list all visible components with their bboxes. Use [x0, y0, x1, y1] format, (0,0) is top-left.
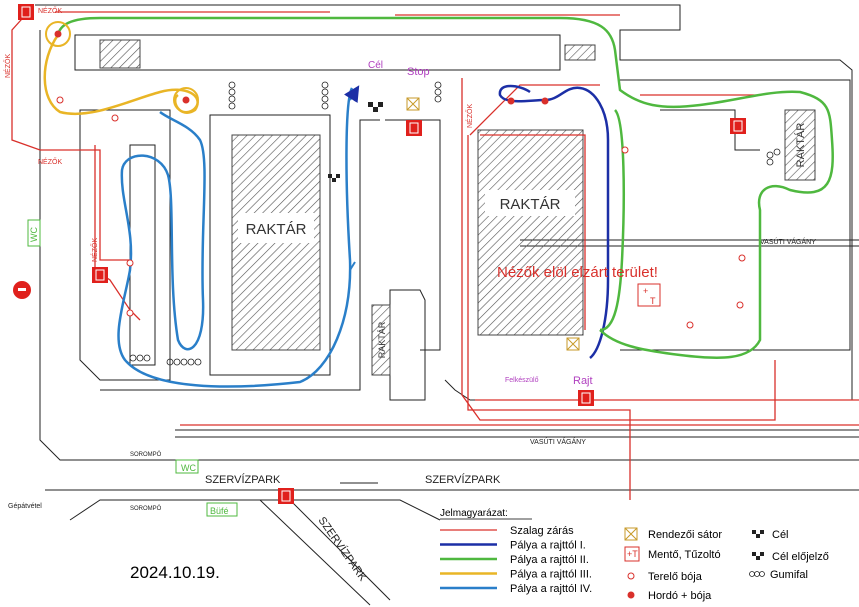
finish-flag-icon: [368, 102, 383, 112]
extinguisher-icon: [406, 120, 422, 136]
legend-title: Jelmagyarázat:: [440, 508, 508, 519]
service-park-label-3: SZERVÍZPARK: [316, 514, 370, 584]
date-label: 2024.10.19.: [130, 563, 220, 582]
railway-label-south: VASÚTI VÁGÁNY: [530, 437, 586, 446]
warehouse-label-east: RAKTÁR: [500, 196, 561, 213]
legend-label: Pálya a rajttól IV.: [510, 583, 592, 595]
spectators-label-mid: NÉZŐK: [90, 238, 99, 262]
tent-icons: [406, 97, 580, 351]
course-4-arrow-1: [343, 85, 360, 104]
buffet-label: Büfé: [210, 506, 229, 516]
extinguisher-icon: [92, 267, 108, 283]
fire-extinguisher-icons: [18, 4, 746, 504]
wc-label-west: WC: [29, 227, 39, 242]
legend-row: Pálya a rajttól II.: [440, 554, 589, 566]
spectators-label-east: NÉZŐK: [465, 104, 474, 128]
barrel-icon: [627, 591, 635, 599]
course-2-line: [56, 16, 834, 359]
course-1-line: [498, 84, 610, 359]
service-park-label-1: SZERVÍZPARK: [205, 473, 281, 486]
buffet-box: [206, 502, 238, 517]
warehouse-label-main: RAKTÁR: [246, 221, 307, 238]
spectators-label-north: NÉZŐK: [38, 6, 62, 15]
barrier-label-2: SOROMPÓ: [130, 505, 162, 512]
spectators-label-side: NÉZŐK: [3, 54, 12, 78]
cone-markers: [56, 96, 746, 329]
tyre-walls: [129, 81, 781, 366]
legend-symbol-label: Terelő bója: [648, 571, 703, 583]
svg-text:+: +: [643, 286, 648, 296]
legend-row: Pálya a rajttól III.: [440, 569, 592, 581]
finish-warning-icon: [328, 174, 340, 182]
tape-barrier: [11, 9, 859, 500]
finish-flag-icon: [752, 530, 764, 538]
legend-row: Pálya a rajttól IV.: [440, 583, 592, 595]
extinguisher-icon: [730, 118, 746, 134]
start-label: Rajt: [573, 375, 593, 387]
extinguisher-icon: [278, 488, 294, 504]
railway-label-east: VASÚTI VÁGÁNY: [760, 237, 816, 246]
legend-label: Szalag zárás: [510, 525, 574, 537]
no-entry-sign: [13, 281, 31, 299]
legend-row: Szalag zárás: [440, 525, 574, 537]
medic-fire-icon: [624, 546, 640, 562]
legend-symbols: Rendezői sátor +T Mentő, Tűzoltó Terelő …: [624, 527, 829, 602]
legend-label: Pálya a rajttól II.: [510, 554, 589, 566]
spectators-label-west: NÉZŐK: [38, 157, 62, 166]
legend-symbol-label: Cél előjelző: [772, 551, 829, 563]
course-4-line: [117, 87, 354, 388]
building-north-east: [564, 44, 596, 61]
wc-box-west: [27, 219, 41, 247]
extinguisher-icon: [578, 390, 594, 406]
finish-label: Cél: [368, 60, 383, 71]
medic-fire-icon: + T: [637, 283, 661, 307]
svg-text:+T: +T: [627, 549, 638, 559]
course-4-arrow-2: [349, 261, 356, 271]
wc-label-south: WC: [181, 463, 196, 473]
legend-label: Pálya a rajttól I.: [510, 540, 586, 552]
legend-label: Pálya a rajttól III.: [510, 569, 592, 581]
cone-icon: [627, 572, 635, 580]
prestart-label: Felkészülő: [505, 377, 539, 384]
finish-warning-icon: [752, 552, 764, 560]
warehouse-main: RAKTÁR: [231, 134, 321, 351]
tent-icon: [624, 527, 638, 541]
legend-row: Pálya a rajttól I.: [440, 540, 586, 552]
extinguisher-icon: [18, 4, 34, 20]
stop-label: Stop: [407, 66, 430, 78]
legend-symbol-label: Mentő, Tűzoltó: [648, 549, 721, 561]
legend-symbol-label: Cél: [772, 529, 789, 541]
course-2-inner: [599, 109, 625, 332]
warehouse-label-far-east: RAKTÁR: [794, 123, 807, 168]
car-entry-label: Gépátvétel: [8, 503, 42, 510]
barrel-markers: [45, 21, 549, 113]
service-park-label-2: SZERVÍZPARK: [425, 473, 501, 486]
legend-symbol-label: Gumifal: [770, 569, 808, 581]
warehouse-label-small: RAKTÁR: [377, 321, 387, 358]
legend-symbol-label: Rendezői sátor: [648, 529, 722, 541]
barrier-label-1: SOROMPÓ: [130, 451, 162, 458]
wc-box-south: [175, 459, 199, 474]
closed-area-label: Nézők elöl elzárt terület!: [497, 264, 658, 281]
tyre-wall-icon: [749, 571, 765, 577]
svg-text:T: T: [650, 296, 656, 306]
legend-symbol-label: Hordó + bója: [648, 590, 712, 602]
warehouse-far-east: RAKTÁR: [784, 109, 816, 181]
warehouse-east: RAKTÁR: [477, 129, 584, 336]
building-north: [99, 39, 141, 69]
warehouse-small: RAKTÁR: [371, 304, 391, 376]
